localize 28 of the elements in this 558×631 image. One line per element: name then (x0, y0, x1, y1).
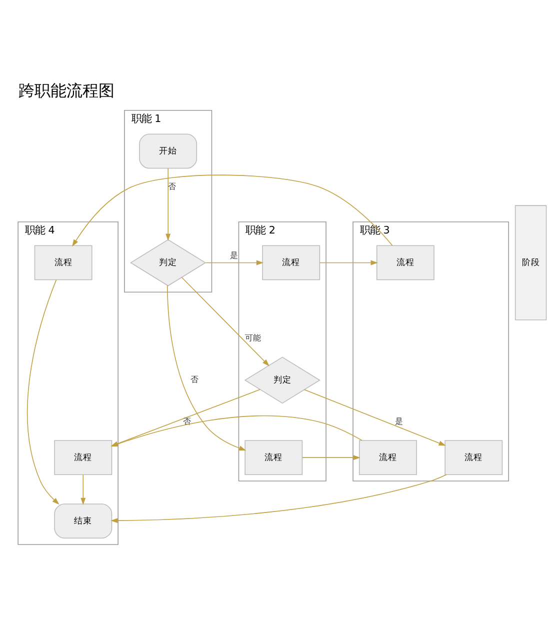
node-box: 流程 (358, 440, 417, 476)
edge-label: 可能 (245, 334, 262, 342)
arrow (80, 474, 86, 506)
diagram-title: 跨职能流程图 (18, 81, 114, 100)
arrow (110, 474, 447, 524)
node-diamond: 判定 (244, 356, 320, 404)
edge-label: 否 (190, 375, 198, 384)
node-box: 流程 (444, 440, 503, 476)
arrow (166, 284, 246, 451)
edge-label: 是 (230, 250, 238, 260)
node-box: 流程 (376, 245, 434, 280)
arrow (166, 168, 171, 241)
node-box: 阶段 (514, 205, 547, 320)
node-box: 流程 (262, 245, 320, 280)
arrow (320, 260, 378, 266)
arrow (27, 280, 60, 505)
node-box: 结束 (54, 504, 112, 539)
arrow (302, 455, 360, 460)
node-box: 流程 (54, 440, 112, 476)
node-box: 开始 (139, 134, 198, 169)
node-diamond: 判定 (130, 239, 206, 286)
arrow (205, 260, 264, 266)
edge-label: 是 (395, 416, 404, 426)
arrow (72, 174, 393, 247)
arrow (304, 389, 446, 446)
node-box: 流程 (34, 245, 92, 280)
arrow (181, 277, 270, 366)
node-box: 流程 (244, 440, 303, 476)
